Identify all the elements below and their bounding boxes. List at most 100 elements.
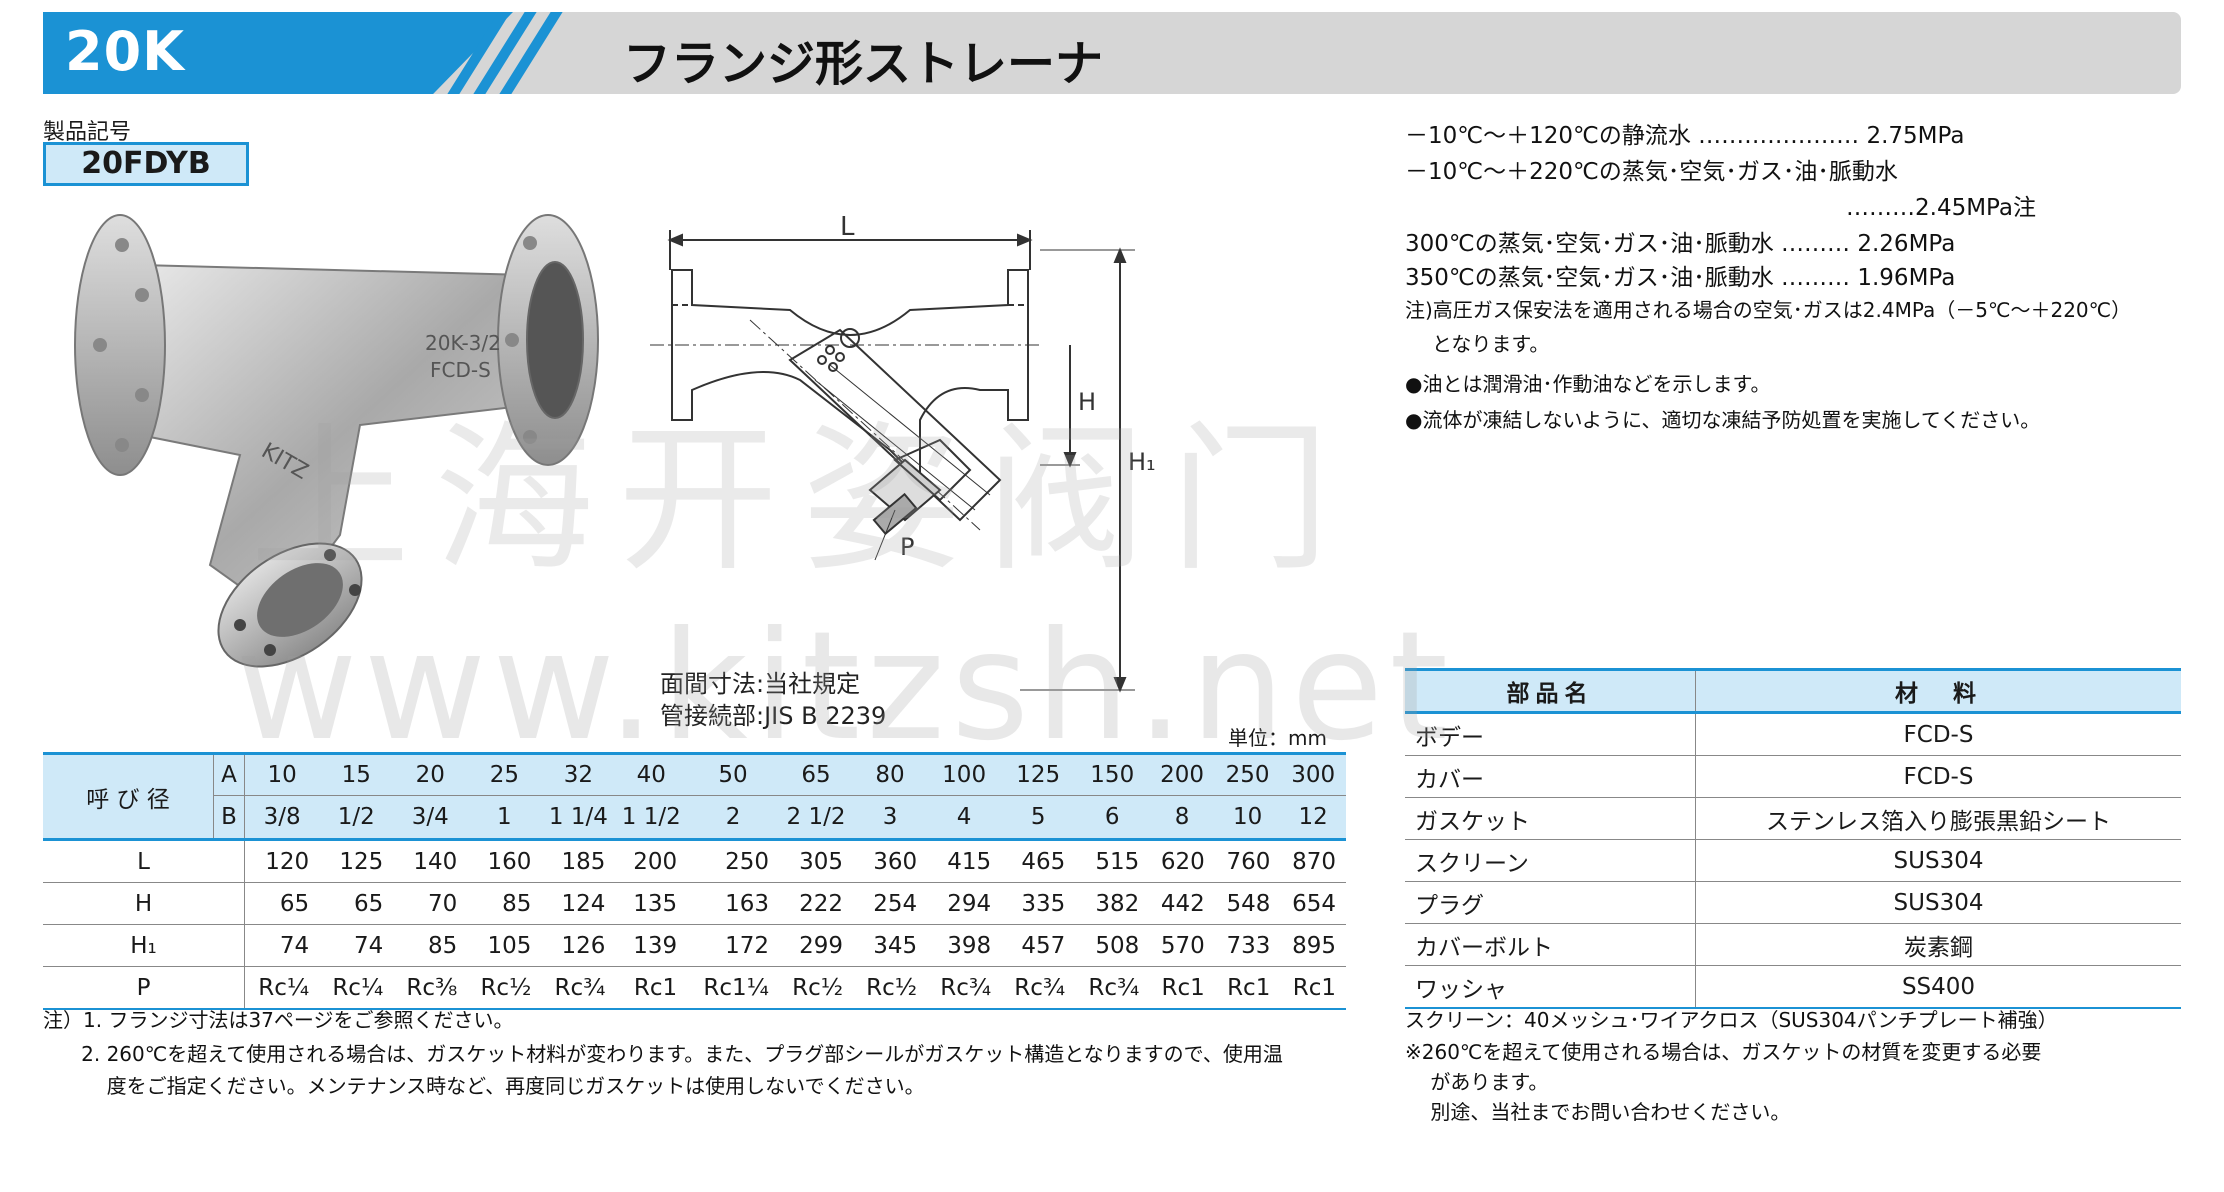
cell: 254 xyxy=(853,882,928,925)
size-a: 50 xyxy=(687,752,779,796)
cell: 140 xyxy=(393,839,468,883)
table-row: P Rc¼ Rc¼ Rc⅜ Rc½ Rc¾ Rc1 Rc1¼ Rc½ Rc½ R… xyxy=(43,966,1346,1010)
size-a: 65 xyxy=(778,752,854,796)
cell: 398 xyxy=(927,924,1002,967)
size-b: 2 1/2 xyxy=(778,795,854,841)
cell: 105 xyxy=(467,924,542,967)
cell: Rc½ xyxy=(778,966,854,1010)
col-header-material: 材 料 xyxy=(1695,668,2181,714)
table-row: プラグ SUS304 xyxy=(1405,881,2181,924)
dim-note: 注）1. フランジ寸法は37ページをご参照ください。 xyxy=(43,1008,514,1032)
cell: Rc½ xyxy=(467,966,542,1010)
size-a: 32 xyxy=(541,752,616,796)
cell: 733 xyxy=(1214,924,1281,967)
size-a: 300 xyxy=(1280,752,1346,796)
spec-line: －10℃～＋120℃の静流水 ………………… 2.75MPa xyxy=(1405,123,1965,149)
cell: Rc1 xyxy=(615,966,688,1010)
dim-label-H1: H₁ xyxy=(1128,448,1156,476)
cell: 163 xyxy=(687,882,779,925)
size-b: 1/2 xyxy=(319,795,394,841)
watermark-url: www.kitzsh.net xyxy=(235,600,1455,774)
cell: Rc1 xyxy=(1280,966,1346,1010)
material-note: スクリーン：40メッシュ･ワイアクロス（SUS304パンチプレート補強） xyxy=(1405,1008,2058,1032)
cell: 465 xyxy=(1001,839,1076,883)
size-b: 3/8 xyxy=(244,795,320,841)
page-header: 20K フランジ形ストレーナ xyxy=(43,12,2181,94)
material: ステンレス箔入り膨張黒鉛シート xyxy=(1695,797,2181,840)
cell: 294 xyxy=(927,882,1002,925)
casting-mark: FCD-S xyxy=(430,358,491,382)
part-name: ボデー xyxy=(1405,712,1696,756)
size-a: 80 xyxy=(853,752,928,796)
row-label: H xyxy=(43,882,245,925)
size-b: 4 xyxy=(927,795,1002,841)
cell: 200 xyxy=(615,839,688,883)
part-name: プラグ xyxy=(1405,881,1696,924)
cell: 760 xyxy=(1214,839,1281,883)
cell: 654 xyxy=(1280,882,1346,925)
size-b-label: B xyxy=(213,795,245,841)
table-row: カバーボルト 炭素鋼 xyxy=(1405,923,2181,966)
cell: 65 xyxy=(319,882,394,925)
size-b: 1 xyxy=(467,795,542,841)
watermark-text: 上海开姿阀门 xyxy=(250,406,1355,593)
table-row: H₁ 74 74 85 105 126 139 172 299 345 398 … xyxy=(43,924,1346,967)
cell: 172 xyxy=(687,924,779,967)
dim-note: 度をご指定ください。メンテナンス時など、再度同じガスケットは使用しないでください… xyxy=(43,1074,925,1098)
spec-line: 300℃の蒸気･空気･ガス･油･脈動水 ……… 2.26MPa xyxy=(1405,231,1956,257)
size-a-label: A xyxy=(213,752,245,796)
drawing-note: 面間寸法:当社規定 xyxy=(660,670,861,698)
cell: Rc¾ xyxy=(541,966,616,1010)
cell: 508 xyxy=(1075,924,1150,967)
cell: 515 xyxy=(1075,839,1150,883)
size-a: 20 xyxy=(393,752,468,796)
pressure-class: 20K xyxy=(65,20,185,83)
cell: Rc¼ xyxy=(319,966,394,1010)
table-row: L 120 125 140 160 185 200 250 305 360 41… xyxy=(43,839,1346,883)
size-b: 10 xyxy=(1214,795,1281,841)
size-b: 5 xyxy=(1001,795,1076,841)
drawing-note: 管接続部:JIS B 2239 xyxy=(660,702,887,730)
cell: 335 xyxy=(1001,882,1076,925)
cell: 74 xyxy=(244,924,320,967)
row-label: H₁ xyxy=(43,924,245,967)
dim-label-H: H xyxy=(1078,388,1096,416)
table-row: ボデー FCD-S xyxy=(1405,712,2181,756)
spec-bullet: ●流体が凍結しないように、適切な凍結予防処置を実施してください。 xyxy=(1405,408,2041,432)
material: FCD-S xyxy=(1695,712,2181,756)
cell: 65 xyxy=(244,882,320,925)
size-a: 250 xyxy=(1214,752,1281,796)
cell: Rc¾ xyxy=(1075,966,1150,1010)
page-title: フランジ形ストレーナ xyxy=(623,36,1104,92)
spec-line: ………2.45MPa注 xyxy=(1846,195,2036,221)
part-name: ガスケット xyxy=(1405,797,1696,840)
table-row: カバー FCD-S xyxy=(1405,755,2181,798)
cell: 570 xyxy=(1149,924,1215,967)
cell: 85 xyxy=(467,882,542,925)
cell: 222 xyxy=(778,882,854,925)
size-a: 200 xyxy=(1149,752,1215,796)
cell: 305 xyxy=(778,839,854,883)
size-a: 15 xyxy=(319,752,394,796)
size-a: 100 xyxy=(927,752,1002,796)
nominal-size-label: 呼 び 径 xyxy=(43,752,214,841)
spec-line: 350℃の蒸気･空気･ガス･油･脈動水 ……… 1.96MPa xyxy=(1405,265,1956,291)
material: SS400 xyxy=(1695,965,2181,1009)
cell: 442 xyxy=(1149,882,1215,925)
spec-note: となります。 xyxy=(1432,332,1550,356)
row-label: P xyxy=(43,966,245,1010)
material: SUS304 xyxy=(1695,839,2181,882)
cell: Rc¼ xyxy=(244,966,320,1010)
cell: Rc1 xyxy=(1214,966,1281,1010)
part-name: ワッシャ xyxy=(1405,965,1696,1009)
size-b: 1 1/4 xyxy=(541,795,616,841)
cell: 139 xyxy=(615,924,688,967)
table-header-row: 部品名 材 料 xyxy=(1405,668,2181,714)
cell: Rc1¼ xyxy=(687,966,779,1010)
size-b: 2 xyxy=(687,795,779,841)
part-name: カバー xyxy=(1405,755,1696,798)
material-note: ※260℃を超えて使用される場合は、ガスケットの材質を変更する必要 xyxy=(1405,1040,2042,1064)
part-name: カバーボルト xyxy=(1405,923,1696,966)
material-table: 部品名 材 料 ボデー FCD-S カバー FCD-S ガスケット ステンレス箔… xyxy=(1405,668,2181,1009)
cell: 185 xyxy=(541,839,616,883)
